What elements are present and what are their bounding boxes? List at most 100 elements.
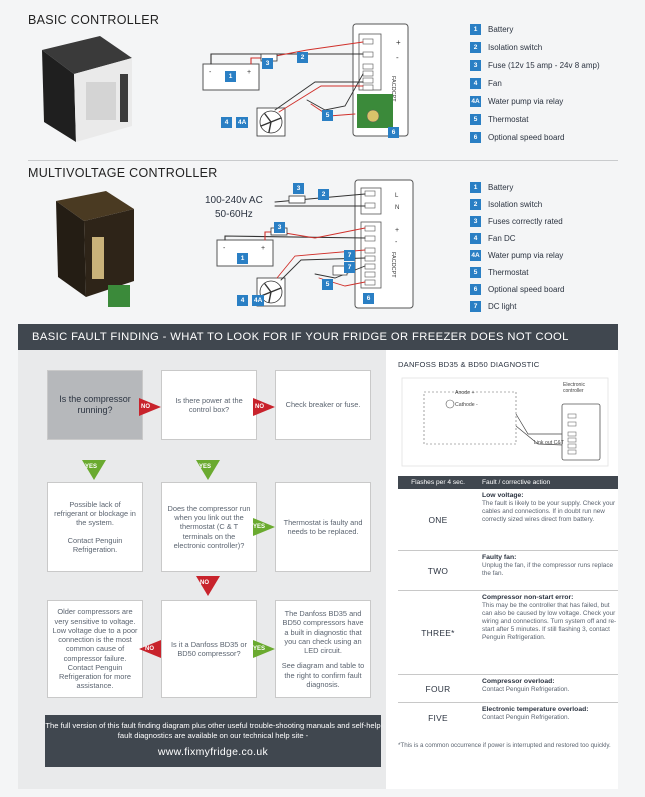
flash-count: TWO: [427, 565, 449, 576]
a-refrigerant-box: Possible lack of refrigerant or blockage…: [47, 482, 143, 572]
no-label-1: NO: [141, 404, 150, 410]
fault-title: Low voltage:: [482, 492, 524, 499]
q-danfoss: Is it a Danfoss BD35 or BD50 compressor?: [161, 600, 257, 698]
fault-text: Contact Penguin Refrigeration.: [482, 686, 570, 694]
multi-tag-fuse-ac: 3: [293, 183, 304, 194]
help-site-banner: The full version of this fault finding d…: [45, 715, 381, 767]
fault-header: BASIC FAULT FINDING - WHAT TO LOOK FOR I…: [18, 324, 618, 350]
basic-tag-fuse: 3: [262, 58, 273, 69]
help-site-url[interactable]: www.fixmyfridge.co.uk: [157, 745, 269, 758]
diagnostic-table: Flashes per 4 sec. Fault / corrective ac…: [398, 476, 618, 733]
basic-tag-speedboard: 6: [388, 127, 399, 138]
table-row: FOUR Compressor overload:Contact Penguin…: [398, 675, 618, 703]
flash-count: FIVE: [428, 713, 448, 723]
no-label-3: NO: [200, 580, 209, 586]
table-row: THREE* Compressor non-start error:This m…: [398, 591, 618, 675]
ac-voltage: 100-240v AC: [205, 195, 263, 206]
basic-tag-switch: 2: [297, 52, 308, 63]
multi-tag-switch: 2: [318, 189, 329, 200]
table-row: TWO Faulty fan:Unplug the fan, if the co…: [398, 551, 618, 591]
multi-tag-speedboard: 6: [363, 293, 374, 304]
section-divider: [28, 160, 618, 161]
multi-controller-title: MULTIVOLTAGE CONTROLLER: [28, 166, 218, 180]
basic-tag-thermostat: 5: [322, 110, 333, 121]
multi-tag-light-2: 7: [344, 262, 355, 273]
fault-title: Compressor overload:: [482, 678, 555, 685]
a-danfoss-see: See diagram and table to the right to co…: [281, 661, 365, 689]
a-check-breaker: Check breaker or fuse.: [275, 370, 371, 440]
col-flashes: Flashes per 4 sec.: [411, 479, 465, 486]
yes-arrow-3: [253, 518, 275, 536]
yes-arrow-2: [196, 460, 220, 480]
q-link-out-thermostat: Does the compressor run when you link ou…: [161, 482, 257, 572]
basic-controller-image: [42, 36, 132, 142]
yes-arrow-4: [253, 640, 275, 658]
no-label-4: NO: [145, 646, 154, 652]
multi-tag-battery: 1: [237, 253, 248, 264]
basic-wiring-diagram: + - FACDCPT - +: [202, 23, 409, 137]
col-fault: Fault / corrective action: [482, 479, 551, 486]
a-refrigerant: Possible lack of refrigerant or blockage…: [54, 499, 136, 528]
fault-title: Compressor non-start error:: [482, 594, 574, 601]
ac-spec: 100-240v AC 50-60Hz: [205, 194, 263, 221]
svg-text:-: -: [223, 245, 226, 252]
multi-plus-label: +: [395, 227, 399, 234]
q-compressor-running: Is the compressor running?: [47, 370, 143, 440]
a-danfoss-box: The Danfoss BD35 and BD50 compressors ha…: [275, 600, 371, 698]
basic-tag-pump: 4A: [236, 117, 249, 128]
yes-label-1: YES: [85, 464, 98, 470]
diagnostic-diagram: [401, 377, 609, 467]
flash-count: THREE*: [421, 627, 455, 638]
diag-cathode: Cathode -: [455, 402, 478, 408]
multi-n-label: N: [395, 205, 399, 211]
multi-controller-image: [56, 191, 134, 307]
fault-title: Electronic temperature overload:: [482, 706, 589, 713]
no-arrow-1: [139, 398, 161, 416]
q-power-control-box: Is there power at the control box?: [161, 370, 257, 440]
multi-tag-light-1: 7: [344, 250, 355, 261]
basic-terminals-label: FACDCPT: [390, 76, 396, 102]
multi-l-label: L: [395, 193, 399, 199]
flash-count: ONE: [428, 514, 448, 525]
a-danfoss: The Danfoss BD35 and BD50 compressors ha…: [282, 609, 364, 655]
no-arrow-3: [196, 576, 220, 596]
table-row: ONE Low voltage:The fault is likely to b…: [398, 489, 618, 551]
diagnostic-table-header: Flashes per 4 sec. Fault / corrective ac…: [398, 476, 618, 489]
fault-title: Faulty fan:: [482, 554, 517, 561]
multi-tag-fuse-dc: 3: [274, 222, 285, 233]
fault-finding-section: BASIC FAULT FINDING - WHAT TO LOOK FOR I…: [18, 324, 618, 789]
diag-controller: Electronic controller: [563, 382, 585, 394]
basic-tag-battery: 1: [225, 71, 236, 82]
fault-text: The fault is likely to be your supply. C…: [482, 500, 616, 524]
diag-anode: Anode +: [455, 390, 475, 396]
fault-text: Unplug the fan, if the compressor runs r…: [482, 562, 614, 578]
basic-tag-fan: 4: [221, 117, 232, 128]
basic-plus-label: +: [396, 38, 401, 47]
multi-wiring-diagram: L N + - FACDCPT - +: [216, 179, 414, 309]
fault-text: This may be the controller that has fail…: [482, 602, 617, 642]
yes-label-3: YES: [253, 524, 266, 530]
no-label-2: NO: [255, 404, 264, 410]
a-refrigerant-contact: Contact Penguin Refrigeration.: [67, 535, 123, 554]
table-row: FIVE Electronic temperature overload:Con…: [398, 703, 618, 733]
diag-link-out: Link out C&T: [534, 440, 564, 446]
basic-minus-label: -: [396, 53, 399, 62]
multi-tag-thermostat: 5: [322, 279, 333, 290]
multi-minus-label: -: [395, 239, 398, 246]
fault-text: Contact Penguin Refrigeration.: [482, 714, 570, 722]
help-site-text: The full version of this fault finding d…: [45, 721, 381, 741]
